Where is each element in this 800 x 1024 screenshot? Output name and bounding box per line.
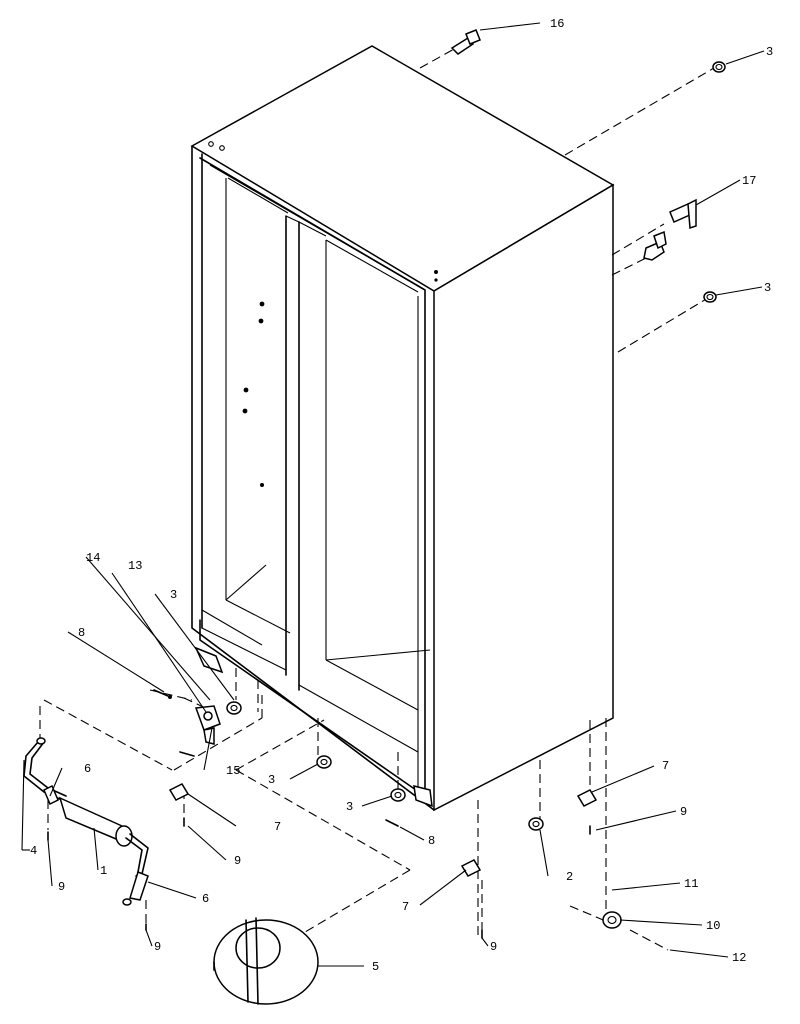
assembly-leader-lines — [39, 47, 715, 951]
callout-labels: 16 3 17 3 14 13 3 8 15 3 3 8 7 7 9 9 2 7… — [30, 17, 773, 974]
callout-8-left: 8 — [78, 626, 85, 640]
callout-7-right: 7 — [662, 759, 669, 773]
part-8-screw-right — [385, 819, 399, 827]
callout-10: 10 — [706, 919, 720, 933]
callout-14: 14 — [86, 551, 100, 565]
callout-8-right: 8 — [428, 834, 435, 848]
part-10-fitting — [602, 911, 622, 929]
callout-5: 5 — [372, 960, 379, 974]
callout-11: 11 — [684, 877, 698, 891]
callout-6-right: 6 — [202, 892, 209, 906]
callout-9-bottom: 9 — [490, 940, 497, 954]
part-3-bumper-bottom-center — [316, 755, 332, 769]
callout-3-hinge: 3 — [170, 588, 177, 602]
part-7-clip-right — [576, 789, 598, 807]
part-8-screw-left — [153, 689, 195, 757]
callout-9-tube-left: 9 — [58, 880, 65, 894]
part-17-hinge — [643, 198, 697, 261]
callout-9-right: 9 — [680, 805, 687, 819]
part-3-bumper-top — [712, 61, 726, 73]
part-3-bumper-right — [703, 291, 717, 303]
callout-3-top-right: 3 — [766, 45, 773, 59]
part-13-14-hinge-bracket — [194, 705, 221, 745]
callout-15: 15 — [226, 764, 240, 778]
callout-7-left: 7 — [274, 820, 281, 834]
callout-9-left: 9 — [234, 854, 241, 868]
part-7-clip-bottom — [460, 859, 482, 877]
callout-7-bottom: 7 — [402, 900, 409, 914]
part-16-plug — [450, 29, 481, 55]
part-7-clip-left — [168, 783, 190, 801]
part-5-drain-pan — [213, 917, 319, 1005]
callout-2: 2 — [566, 870, 573, 884]
callout-3-bottom-center: 3 — [268, 773, 275, 787]
callout-3-right: 3 — [764, 281, 771, 295]
callout-16: 16 — [550, 17, 564, 31]
refrigerator-cabinet — [190, 45, 615, 812]
callout-leaders — [21, 22, 765, 967]
part-9-screws — [47, 817, 591, 939]
part-2-bumper — [528, 817, 544, 831]
part-3-bumper-bottom-left — [226, 701, 242, 715]
callout-6-left: 6 — [84, 762, 91, 776]
callout-3-bottom-right: 3 — [346, 800, 353, 814]
callout-12: 12 — [732, 951, 746, 965]
part-3-bumper-bottom-right — [390, 788, 406, 802]
callout-13: 13 — [128, 559, 142, 573]
callout-17: 17 — [742, 174, 756, 188]
callout-4: 4 — [30, 844, 37, 858]
callout-9-tube-bottom: 9 — [154, 940, 161, 954]
callout-1: 1 — [100, 864, 107, 878]
